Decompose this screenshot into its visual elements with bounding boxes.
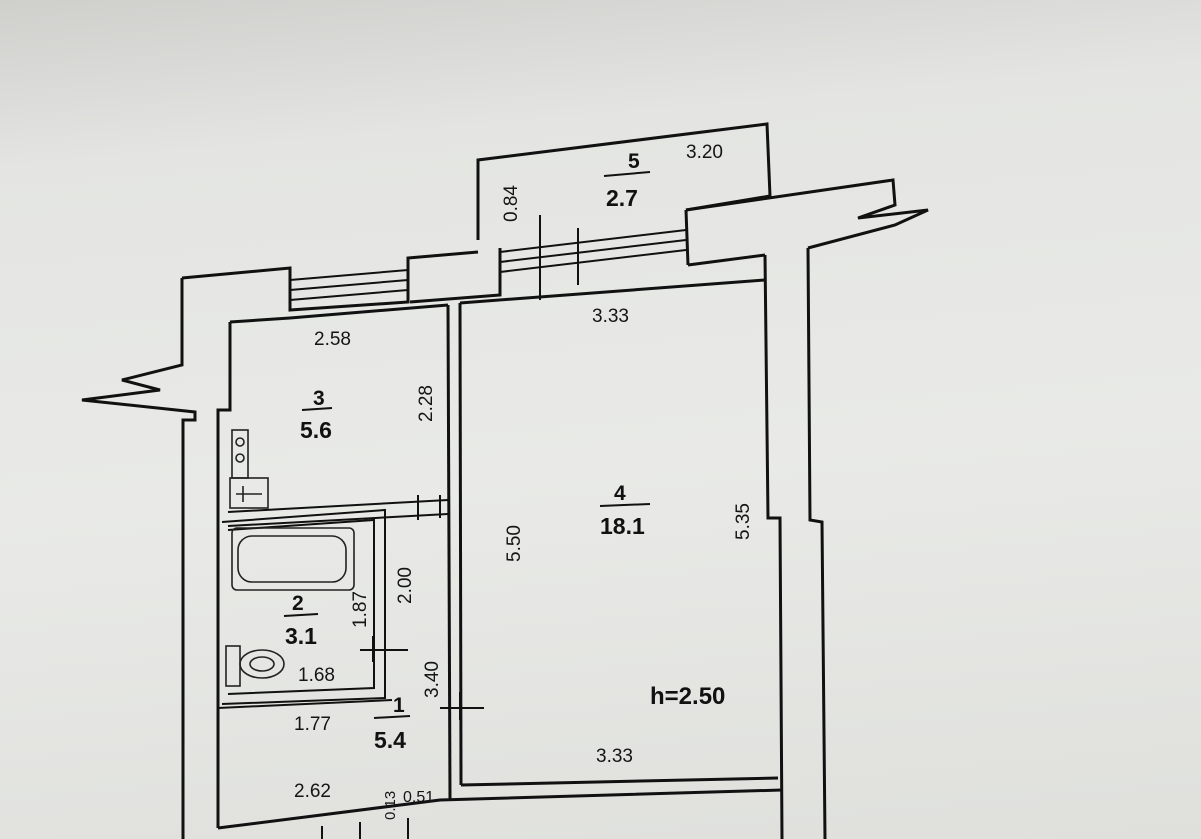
dim-kitchen-width: 2.58 xyxy=(314,329,351,350)
dim-hall-bottom: 2.62 xyxy=(294,781,331,802)
dim-balcony-width: 3.20 xyxy=(686,142,723,163)
room-area-2: 3.1 xyxy=(285,623,317,649)
dim-living-right: 5.35 xyxy=(733,503,754,540)
room-area-3: 5.6 xyxy=(300,417,332,443)
room-label-4: 4 18.1 xyxy=(599,482,651,539)
dim-living-top: 3.33 xyxy=(592,306,629,327)
balcony xyxy=(476,122,772,300)
room-label-3: 3 5.6 xyxy=(300,387,333,443)
dim-balcony-depth: 0.84 xyxy=(501,185,522,222)
room-number-3: 3 xyxy=(313,387,325,410)
dim-bath-side: 2.00 xyxy=(395,567,416,604)
room-number-5: 5 xyxy=(628,150,640,173)
interior-walls xyxy=(217,278,779,801)
dim-living-bottom: 3.33 xyxy=(596,746,633,767)
bathtub-icon xyxy=(231,527,355,591)
room-area-4: 18.1 xyxy=(600,513,645,539)
dim-living-left: 5.50 xyxy=(504,525,525,562)
ceiling-height-label: h=2.50 xyxy=(650,683,725,710)
dim-bath-height: 1.87 xyxy=(350,591,371,628)
room-area-1: 5.4 xyxy=(374,727,406,753)
dim-hall-width: 1.77 xyxy=(294,714,331,735)
outer-walls xyxy=(81,178,929,839)
room-label-1: 1 5.4 xyxy=(373,694,411,753)
room-number-4: 4 xyxy=(614,482,626,505)
dim-small-a: 0.13 xyxy=(382,791,399,820)
kitchen-window xyxy=(289,269,409,301)
dim-kitchen-depth: 2.28 xyxy=(416,385,437,422)
sink-icon xyxy=(229,477,269,509)
toilet-icon xyxy=(225,645,285,687)
dim-bath-width: 1.68 xyxy=(298,665,335,686)
room-label-2: 2 3.1 xyxy=(283,592,319,649)
room-label-5: 5 2.7 xyxy=(603,150,651,211)
stove-icon xyxy=(231,429,249,479)
room-number-1: 1 xyxy=(393,694,405,717)
room-number-2: 2 xyxy=(292,592,304,615)
dim-hall-height: 3.40 xyxy=(422,661,443,698)
room-area-5: 2.7 xyxy=(606,185,638,211)
dim-small-b: 0.51 xyxy=(403,789,434,806)
